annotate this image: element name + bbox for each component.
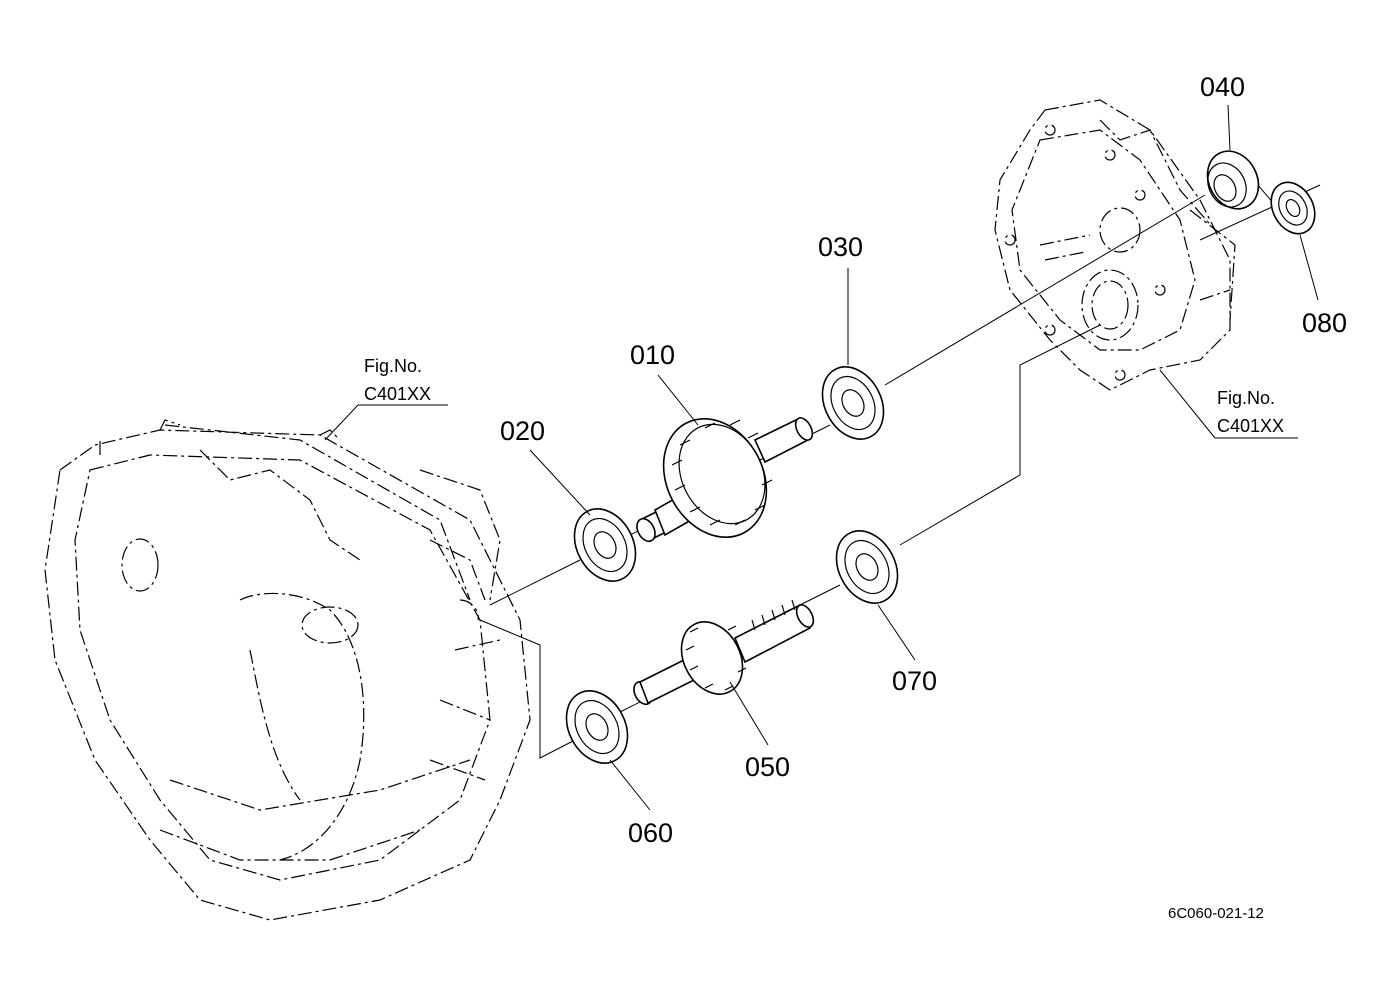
left-housing (44, 419, 531, 921)
label-040: 040 (1200, 72, 1245, 102)
bearing-030 (821, 366, 885, 440)
figref-left-line2: C401XX (364, 384, 431, 404)
bearing-020 (573, 508, 637, 582)
bearing-080 (1270, 181, 1316, 235)
label-050: 050 (745, 752, 790, 782)
figref-left-line1: Fig.No. (364, 356, 422, 376)
label-010: 010 (630, 340, 675, 370)
leader-lines (324, 104, 1319, 811)
bearing-070 (835, 530, 899, 604)
label-060: 060 (628, 818, 673, 848)
bearing-060 (565, 690, 629, 764)
seal-040 (1206, 150, 1260, 210)
label-020: 020 (500, 416, 545, 446)
figref-right-line2: C401XX (1217, 416, 1284, 436)
gear-shaft-050 (633, 599, 815, 706)
figref-right-line1: Fig.No. (1217, 388, 1275, 408)
label-030: 030 (818, 232, 863, 262)
label-080: 080 (1302, 308, 1347, 338)
right-housing (994, 99, 1236, 391)
label-070: 070 (892, 666, 937, 696)
drawing-code: 6C060-021-12 (1168, 905, 1264, 922)
gear-shaft-010 (636, 416, 814, 543)
